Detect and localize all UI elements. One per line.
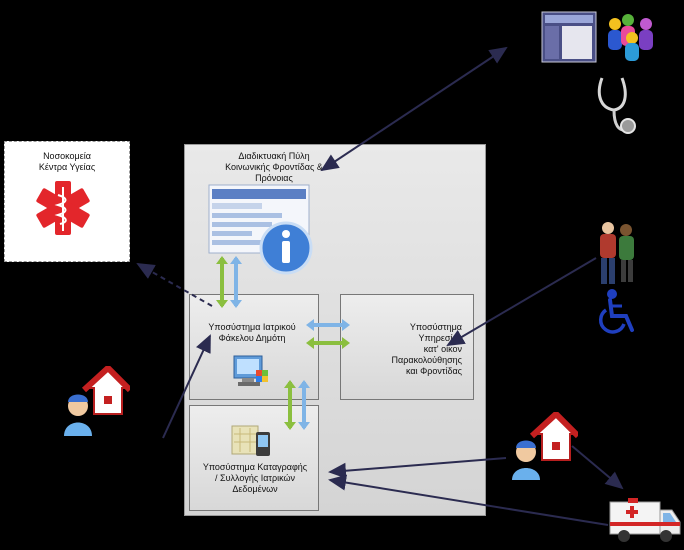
star-of-life-icon bbox=[36, 181, 90, 235]
wheelchair-icon bbox=[598, 289, 634, 334]
home-care-subsystem-box bbox=[340, 294, 474, 400]
portal-emr-exchange-arrows bbox=[216, 256, 242, 308]
portal-web-arrow bbox=[320, 46, 508, 172]
elderly-care-arrow bbox=[446, 257, 597, 347]
home-care-subsystem-label: Υποσύστημα Υπηρεσίας κατ' οίκον Παρακολο… bbox=[391, 322, 462, 376]
home-nurse-icon bbox=[512, 412, 578, 480]
elderly-couple-icon bbox=[600, 222, 634, 284]
emr-recording-exchange-arrows bbox=[284, 380, 310, 430]
recording-subsystem-box bbox=[189, 405, 319, 511]
nurse-emr-arrow bbox=[162, 334, 211, 439]
ambulance-recording-arrow bbox=[328, 474, 609, 526]
emr-care-exchange-arrows bbox=[306, 319, 350, 349]
portal-title: Διαδικτυακή Πύλη Κοινωνικής Φροντίδας & … bbox=[225, 151, 323, 183]
home-nurse-icon bbox=[64, 366, 130, 436]
hospital-title: Νοσοκομεία Κέντρα Υγείας bbox=[38, 151, 96, 172]
recording-subsystem-label: Υποσύστημα Καταγραφής / Συλλογής Ιατρικώ… bbox=[202, 462, 308, 494]
info-document-icon bbox=[208, 184, 313, 275]
stethoscope-icon bbox=[597, 77, 636, 134]
nurse-ambulance-arrow bbox=[571, 445, 624, 490]
map-phone-icon bbox=[231, 425, 270, 456]
hospital-dashed-arrow bbox=[136, 263, 213, 307]
emr-subsystem-label: Υποσύστημα Ιατρικού Φάκελου Δημότη bbox=[208, 322, 296, 343]
computer-icon bbox=[233, 355, 268, 386]
nurse-recording-arrow bbox=[328, 457, 507, 479]
ambulance-icon bbox=[609, 498, 681, 542]
people-icon bbox=[541, 11, 653, 63]
